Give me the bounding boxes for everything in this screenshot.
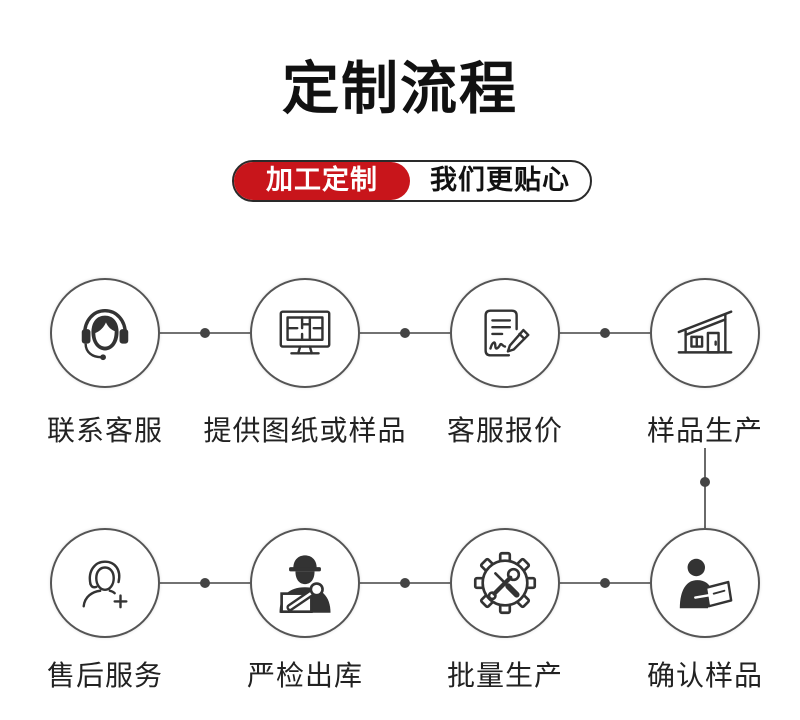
step-confirm-sample: 确认样品 — [647, 528, 762, 692]
step-quotation: 客服报价 — [447, 278, 562, 447]
slogan-badge: 加工定制 我们更贴心 — [232, 160, 592, 202]
step-label: 确认样品 — [646, 659, 764, 692]
step-circle — [650, 528, 760, 638]
step-circle — [450, 278, 560, 388]
step-circle — [450, 528, 560, 638]
worker-wrench-icon — [279, 555, 331, 614]
connector-dot — [200, 328, 210, 338]
step-circle — [50, 278, 160, 388]
step-circle — [50, 528, 160, 638]
badge-secondary-label: 我们更贴心 — [430, 165, 570, 196]
house-icon — [677, 310, 733, 354]
step-label: 严检出库 — [246, 659, 364, 692]
step-inspection-shipping: 严检出库 — [247, 528, 362, 692]
step-circle — [250, 278, 360, 388]
step-circle — [250, 528, 360, 638]
gear-tools-icon — [473, 551, 537, 615]
connector-dot — [600, 328, 610, 338]
connector-dot — [400, 578, 410, 588]
step-label: 样品生产 — [646, 414, 764, 447]
step-sample-production: 样品生产 — [647, 278, 762, 447]
connector-dot — [700, 477, 710, 487]
step-label: 批量生产 — [446, 659, 564, 692]
step-provide-drawings: 提供图纸或样品 — [203, 278, 406, 447]
page-title: 定制流程 — [282, 56, 518, 122]
step-mass-production: 批量生产 — [447, 528, 562, 692]
step-label: 售后服务 — [46, 659, 164, 692]
customer-service-plus-icon — [82, 560, 128, 609]
step-label: 联系客服 — [46, 414, 164, 447]
step-after-sales: 售后服务 — [47, 528, 162, 692]
connector-dot — [400, 328, 410, 338]
monitor-drawing-icon — [279, 310, 331, 355]
person-clipboard-icon — [679, 558, 733, 609]
badge-primary-label: 加工定制 — [234, 162, 410, 200]
document-signature-icon — [484, 309, 530, 357]
connector-dot — [200, 578, 210, 588]
headset-icon — [81, 309, 129, 361]
step-label: 提供图纸或样品 — [203, 414, 407, 447]
step-label: 客服报价 — [446, 414, 564, 447]
connector-dot — [600, 578, 610, 588]
step-circle — [650, 278, 760, 388]
step-contact-service: 联系客服 — [47, 278, 162, 447]
